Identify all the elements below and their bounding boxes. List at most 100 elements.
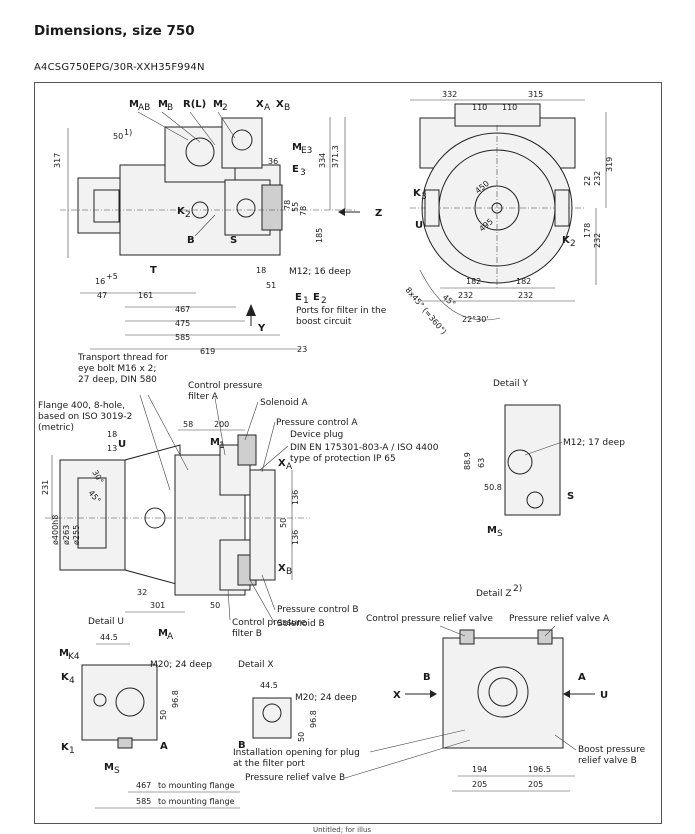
leader-line: [369, 729, 466, 753]
detail-u-note: M20; 24 deep: [150, 660, 212, 670]
leader-line: [439, 625, 466, 637]
dim-18: 18: [256, 266, 266, 275]
dim-8x45: 8x45° (=360°): [403, 286, 448, 337]
svg-text:+5: +5: [106, 272, 118, 281]
port-label-e3: E: [292, 164, 299, 175]
dim-232-br: 232: [518, 291, 533, 300]
leader-line: [554, 734, 577, 751]
label-b-z: B: [423, 672, 431, 683]
drawing-frame: [34, 82, 662, 824]
dim-205-left: 205: [472, 780, 487, 789]
note-device-plug: Device plug: [290, 430, 343, 440]
svg-text:2): 2): [513, 584, 522, 594]
prv-a-valve: [537, 629, 553, 645]
detail-u-ms: [117, 737, 133, 749]
dim-161: 161: [138, 291, 153, 300]
port-label-e1: E: [295, 292, 302, 303]
leader-line: [244, 401, 259, 441]
leader-line: [261, 574, 276, 611]
page-title: Dimensions, size 750: [34, 23, 195, 39]
dim-185: 185: [315, 228, 324, 243]
note-solenoid-b: Solenoid B: [277, 619, 325, 629]
detail-u-body: [81, 664, 158, 741]
side-view-pump: Transport thread for eye bolt M16 x 2; 2…: [38, 353, 439, 639]
port-label-m1: M: [210, 437, 220, 448]
dim-232-bl: 232: [458, 291, 473, 300]
port-label-mab: M: [129, 99, 139, 110]
dim-18-side: 18: [107, 430, 117, 439]
port-label-xa: X: [256, 99, 264, 110]
leader-line: [261, 421, 276, 473]
dim-200: 200: [214, 420, 229, 429]
valve-port: [231, 129, 253, 151]
svg-text:B: B: [284, 103, 290, 113]
dim-136-top: 136: [291, 490, 300, 505]
leader-line: [227, 589, 231, 621]
dim-319: 319: [605, 157, 614, 172]
svg-text:E3: E3: [301, 146, 312, 156]
detail-y-body: [504, 404, 561, 516]
detail-x-port: [262, 703, 282, 723]
detail-x-title: Detail X: [238, 660, 274, 670]
dim-96-8-u: 96.8: [171, 690, 180, 708]
housing-taper: [124, 444, 181, 586]
dim-178: 178: [583, 223, 592, 238]
leader-line: [344, 739, 471, 779]
dim-315: 315: [528, 90, 543, 99]
detail-y: Detail Y M12; 17 deep 88.9 63 50.8 S M S: [463, 379, 625, 539]
drive-shaft: [93, 189, 120, 223]
port-label-s: S: [230, 235, 237, 246]
leader-line: [249, 579, 276, 625]
port-label-xa-side: X: [278, 458, 286, 469]
dim-301: 301: [150, 601, 165, 610]
dim-22: 22: [583, 176, 592, 186]
port-label-u-side: U: [118, 439, 126, 450]
port-label-k1: K: [61, 742, 70, 753]
svg-text:1: 1: [303, 296, 309, 306]
z-label: Z: [375, 208, 382, 219]
port-label-mb: M: [158, 99, 168, 110]
svg-text:A: A: [264, 103, 271, 113]
note-pc-b: Pressure control B: [277, 605, 359, 615]
detail-y-port-ms: [526, 491, 544, 509]
dim-371: 371.3: [331, 145, 340, 168]
leader-line: [259, 445, 289, 471]
top-view-pump: Z M AB M B R(L) M 2 X A X B M E3 E 3 K 2…: [53, 99, 387, 356]
y-label: Y: [257, 323, 266, 334]
solenoid-a: [237, 434, 257, 466]
note-prv-a: Pressure relief valve A: [509, 614, 610, 624]
detail-x: Detail X 44.5 M20; 24 deep 96.8 50 B: [238, 660, 357, 751]
leader-line: [189, 111, 216, 146]
note-cp-filter-a: Control pressure filter A: [188, 381, 265, 402]
svg-text:1): 1): [124, 128, 132, 137]
dim-44-5-u: 44.5: [100, 633, 118, 642]
svg-text:55: 55: [291, 202, 300, 212]
leader-line: [524, 441, 563, 456]
note-pc-a: Pressure control A: [276, 418, 358, 428]
leader-line: [214, 397, 226, 456]
label-u-z: U: [600, 690, 608, 701]
valve-block: [221, 117, 263, 169]
svg-text:3: 3: [421, 192, 427, 202]
dim-23: 23: [297, 345, 307, 354]
dim-50: 50: [113, 132, 123, 141]
u-arrowhead: [563, 690, 570, 698]
dim-467: 467: [175, 305, 190, 314]
label-a-z: A: [578, 672, 586, 683]
svg-text:78: 78: [299, 206, 308, 216]
note-boost: Boost pressure relief valve B: [578, 745, 648, 766]
dim-332: 332: [442, 90, 457, 99]
svg-text:2: 2: [570, 239, 576, 249]
detail-z: Detail Z 2) Control pressure relief valv…: [233, 584, 648, 792]
svg-text:1: 1: [219, 441, 225, 451]
dim-88-9: 88.9: [463, 452, 472, 470]
dim-45deg: 45°: [441, 293, 458, 309]
port-label-b: B: [187, 235, 195, 246]
svg-text:1: 1: [69, 746, 75, 756]
front-view-pump: 332 315 110 110 22 232 319 450 495 178 2…: [403, 90, 614, 336]
port-label-b-x: B: [238, 740, 246, 751]
dim-63: 63: [477, 458, 486, 468]
port-label-u: U: [415, 220, 423, 231]
note-prv-b: Pressure relief valve B: [245, 773, 345, 783]
leader-line: [147, 394, 189, 471]
